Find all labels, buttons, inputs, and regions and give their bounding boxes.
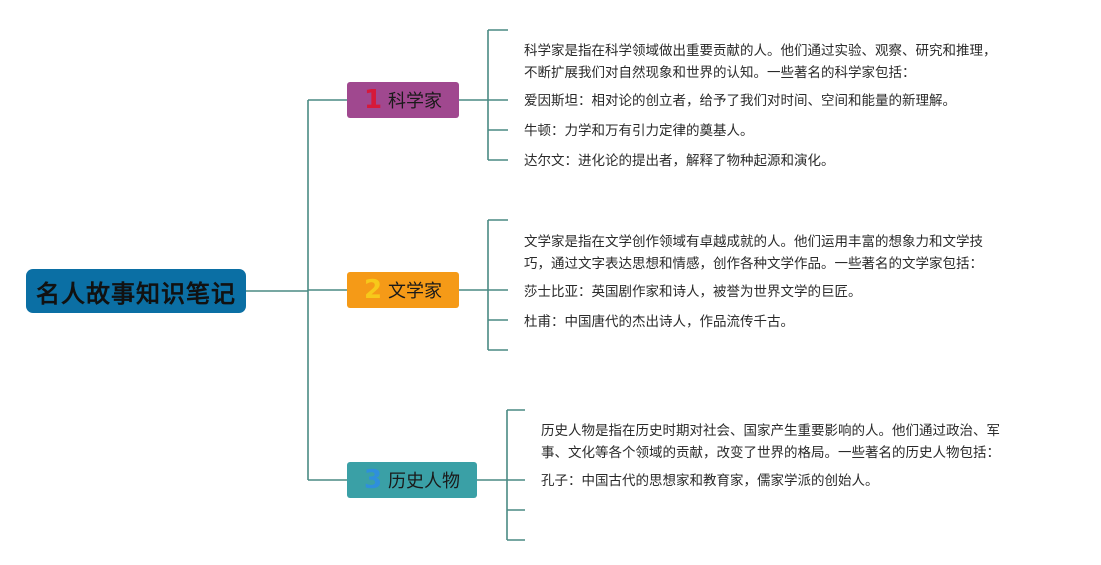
leaf-du-fu[interactable]: 杜甫：中国唐代的杰出诗人，作品流传千古。 <box>524 314 794 330</box>
leaf-newton[interactable]: 牛顿：力学和万有引力定律的奠基人。 <box>524 123 754 139</box>
branch1-bracket <box>459 29 508 161</box>
leaf-text-line: 历史人物是指在历史时期对社会、国家产生重要影响的人。他们通过政治、军 <box>541 423 1000 439</box>
leaf-einstein[interactable]: 爱因斯坦：相对论的创立者，给予了我们对时间、空间和能量的新理解。 <box>524 93 956 109</box>
leaf-scientists-intro[interactable]: 科学家是指在科学领域做出重要贡献的人。他们通过实验、观察、研究和推理， 不断扩展… <box>524 40 997 84</box>
leaf-text-line: 科学家是指在科学领域做出重要贡献的人。他们通过实验、观察、研究和推理， <box>524 43 997 59</box>
branch-number-1: 1 <box>363 85 383 115</box>
branch-number-3: 3 <box>363 465 383 495</box>
leaf-shakespeare[interactable]: 莎士比亚：英国剧作家和诗人，被誉为世界文学的巨匠。 <box>524 284 862 300</box>
branch-number-2: 2 <box>363 275 383 305</box>
leaf-historical-intro[interactable]: 历史人物是指在历史时期对社会、国家产生重要影响的人。他们通过政治、军 事、文化等… <box>541 420 1000 464</box>
root-title: 名人故事知识笔记 <box>36 279 236 308</box>
branch-node-writers[interactable]: 2 文学家 <box>347 272 459 308</box>
branch3-bracket <box>477 409 525 541</box>
leaf-text-line: 不断扩展我们对自然现象和世界的认知。一些著名的科学家包括： <box>524 65 916 81</box>
branch-label-scientists: 科学家 <box>388 91 443 112</box>
leaf-text-line: 巧，通过文字表达思想和情感，创作各种文学作品。一些著名的文学家包括： <box>524 256 983 272</box>
leaf-text-line: 事、文化等各个领域的贡献，改变了世界的格局。一些著名的历史人物包括： <box>541 445 1000 461</box>
leaf-text-line: 文学家是指在文学创作领域有卓越成就的人。他们运用丰富的想象力和文学技 <box>524 234 983 250</box>
branch-node-scientists[interactable]: 1 科学家 <box>347 82 459 118</box>
leaf-darwin[interactable]: 达尔文：进化论的提出者，解释了物种起源和演化。 <box>524 153 835 169</box>
leaf-confucius[interactable]: 孔子：中国古代的思想家和教育家，儒家学派的创始人。 <box>541 473 879 489</box>
connectors <box>246 29 525 541</box>
branch-label-writers: 文学家 <box>388 281 443 302</box>
branch-label-historical-figures: 历史人物 <box>388 471 461 492</box>
root-node[interactable]: 名人故事知识笔记 <box>26 269 246 313</box>
branch2-bracket <box>459 219 508 351</box>
branch-node-historical-figures[interactable]: 3 历史人物 <box>347 462 477 498</box>
leaf-writers-intro[interactable]: 文学家是指在文学创作领域有卓越成就的人。他们运用丰富的想象力和文学技 巧，通过文… <box>524 231 983 275</box>
